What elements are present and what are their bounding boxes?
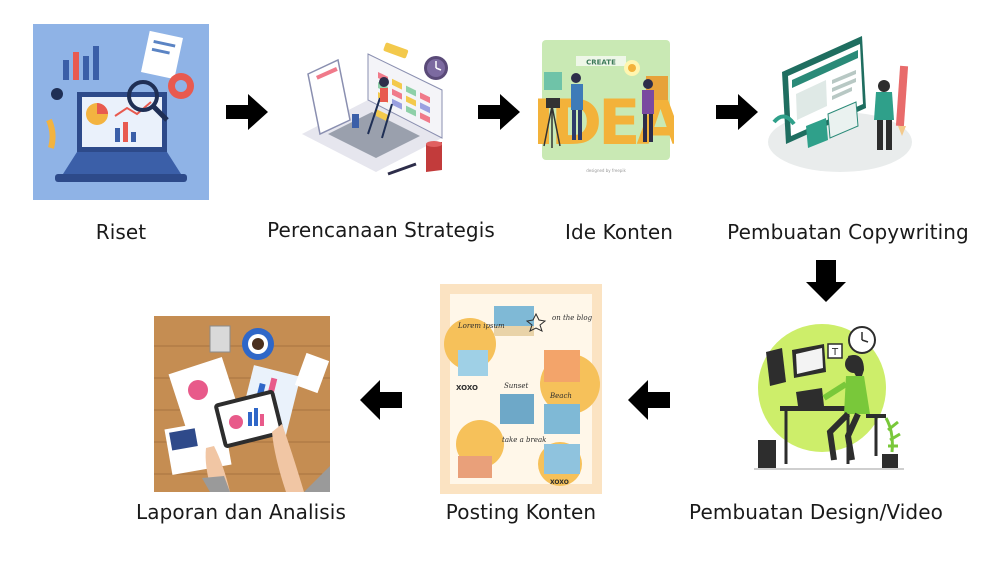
step-label-ide-konten: Ide Konten <box>564 220 674 244</box>
step-perencanaan-illustration <box>292 38 460 186</box>
post-text: on the blog <box>552 314 593 322</box>
step-label-perencanaan-strategis: Perencanaan Strategis <box>267 218 495 242</box>
create-text: CREATE <box>586 59 616 67</box>
post-text: XOXO <box>456 384 478 392</box>
idea-content-icon: CREATE IDEA designed by freepik <box>538 40 674 173</box>
laptop-research-icon <box>33 24 209 200</box>
post-text: Sunset <box>504 382 529 390</box>
step-ide-konten-illustration: CREATE IDEA designed by freepik <box>538 36 674 176</box>
post-text: Beach <box>549 392 572 400</box>
arrow-right-icon <box>226 94 268 130</box>
svg-text:T: T <box>831 347 839 358</box>
arrow-right-icon <box>478 94 520 130</box>
freepik-credit: designed by freepik <box>586 168 626 173</box>
arrow-left-icon <box>628 380 670 420</box>
step-label-posting-konten: Posting Konten <box>445 500 597 524</box>
step-label-laporan-dan-analisis: Laporan dan Analisis <box>136 500 346 524</box>
webpage-copywriting-icon <box>768 36 912 172</box>
designer-desk-icon: T <box>754 324 904 470</box>
arrow-down-icon <box>806 260 846 302</box>
arrow-left-icon <box>360 380 402 420</box>
post-text: XOXO <box>550 479 569 486</box>
arrow-right-icon <box>716 94 758 130</box>
step-label-riset: Riset <box>95 220 147 244</box>
calendar-planning-icon <box>302 42 448 176</box>
step-design-video-illustration: T <box>752 322 904 472</box>
step-copywriting-illustration <box>766 30 918 180</box>
social-posts-collage-icon: on the blog Lorem ipsum XOXO Sunset Beac… <box>440 284 602 494</box>
post-text: take a break <box>502 436 546 444</box>
step-riset-illustration <box>33 24 209 200</box>
step-label-pembuatan-design-video: Pembuatan Design/Video <box>689 500 943 524</box>
step-label-pembuatan-copywriting: Pembuatan Copywriting <box>727 220 969 244</box>
post-text: Lorem ipsum <box>457 322 505 330</box>
report-analysis-desk-icon <box>154 316 330 492</box>
step-posting-konten-illustration: on the blog Lorem ipsum XOXO Sunset Beac… <box>440 284 602 494</box>
step-laporan-analisis-illustration <box>154 316 330 492</box>
